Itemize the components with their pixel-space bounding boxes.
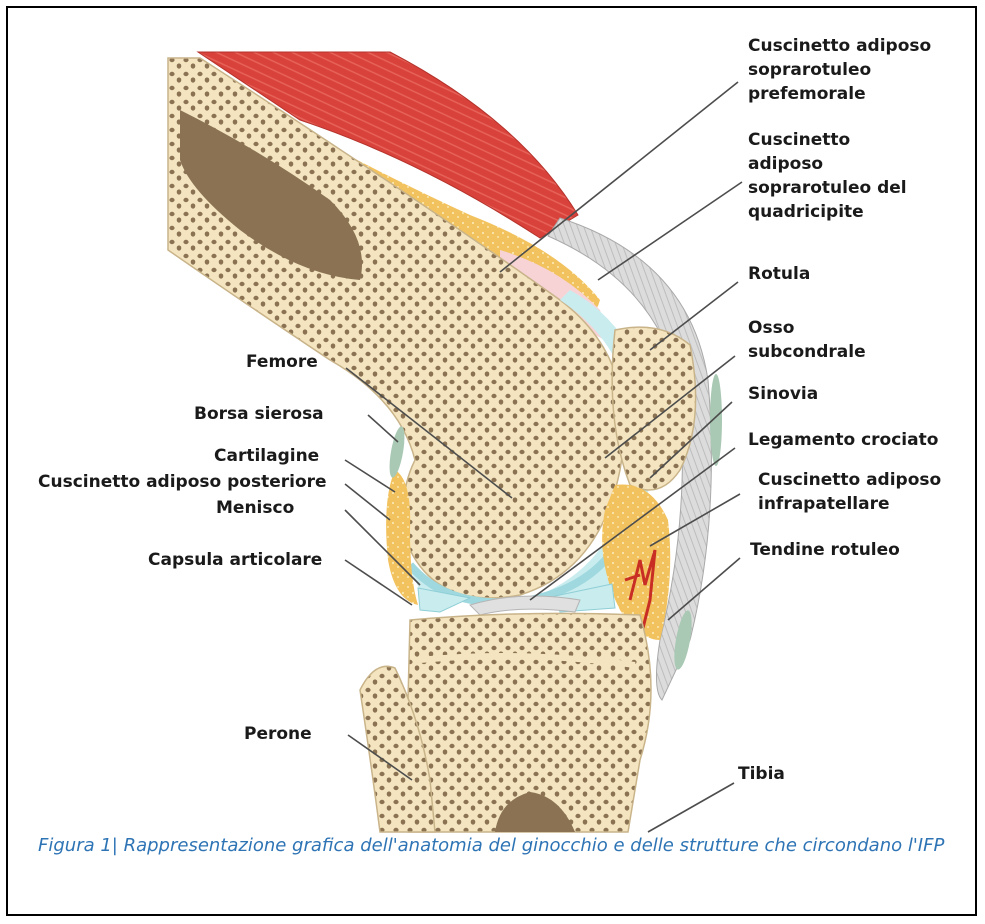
label-synovia: Sinovia	[748, 382, 818, 406]
label-cruciate-ligament: Legamento crociato	[748, 428, 938, 452]
label-meniscus: Menisco	[216, 496, 294, 520]
label-fibula: Perone	[244, 722, 312, 746]
label-pad-posterior: Cuscinetto adiposo posteriore	[38, 470, 327, 494]
label-pad-prefemoral: Cuscinetto adiposo soprarotuleo prefemor…	[748, 34, 931, 106]
label-patella: Rotula	[748, 262, 810, 286]
label-femur: Femore	[246, 350, 318, 374]
label-patellar-tendon: Tendine rotuleo	[750, 538, 900, 562]
label-pad-quadriceps: Cuscinetto adiposo soprarotuleo del quad…	[748, 128, 907, 224]
label-pad-infrapatellar: Cuscinetto adiposo infrapatellare	[758, 468, 941, 516]
label-capsule: Capsula articolare	[148, 548, 322, 572]
label-bursa: Borsa sierosa	[194, 402, 324, 426]
label-subchondral-bone: Osso subcondrale	[748, 316, 866, 364]
figure-caption: Figura 1| Rappresentazione grafica dell'…	[38, 832, 968, 859]
label-tibia: Tibia	[738, 762, 785, 786]
label-cartilage: Cartilagine	[214, 444, 319, 468]
